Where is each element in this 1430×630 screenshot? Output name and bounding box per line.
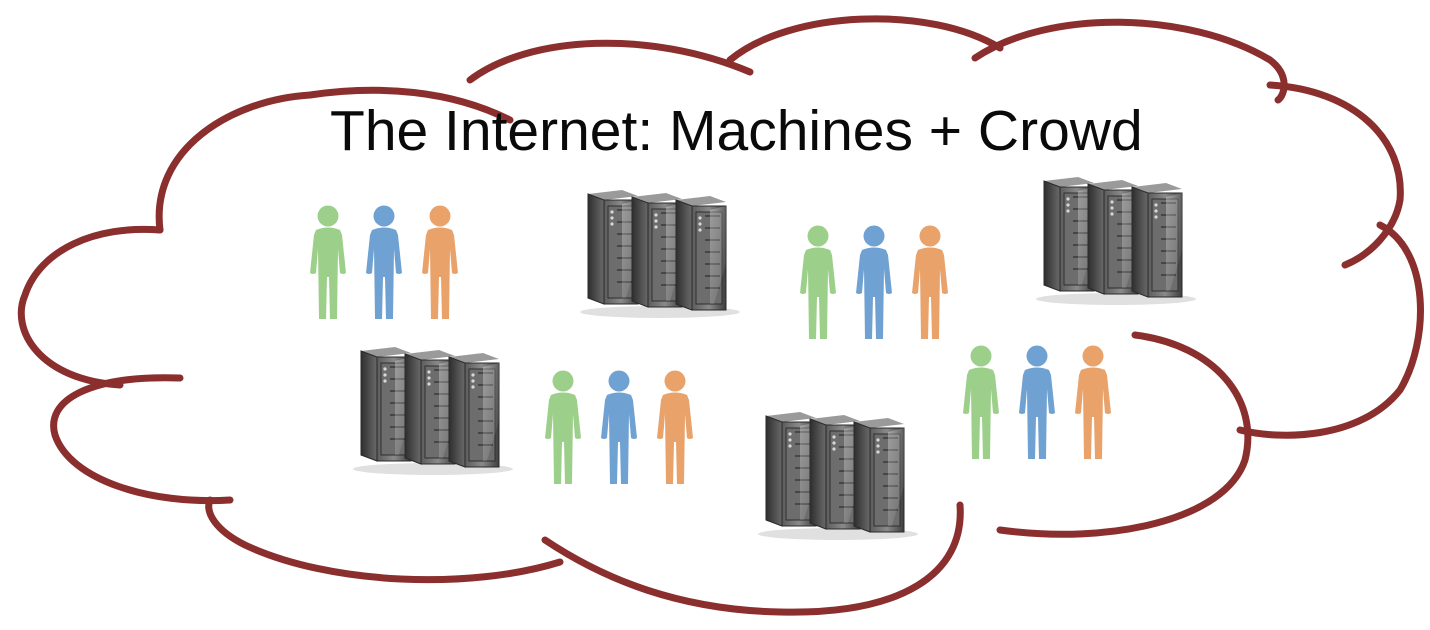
server-icon [587,189,639,305]
server-icon [404,349,456,465]
server-icon [1131,182,1183,298]
person-icon-blue [856,225,892,339]
server-icon [1043,176,1095,292]
server-rack-group [580,189,740,318]
person-icon-blue [1019,345,1055,459]
person-icon-green [310,205,346,319]
server-icon [360,346,412,462]
server-icon [765,411,817,527]
person-icon-green [545,370,581,484]
server-rack-group [1036,176,1196,305]
server-rack-group [758,411,918,540]
person-icon-orange [422,205,458,319]
diagram-title: The Internet: Machines + Crowd [330,99,1143,163]
server-icon [448,352,500,468]
person-icon-orange [1075,345,1111,459]
person-icon-green [800,225,836,339]
groups-layer [310,176,1196,540]
person-icon-orange [657,370,693,484]
server-icon [631,192,683,308]
server-icon [1087,179,1139,295]
person-icon-blue [601,370,637,484]
crowd-group [545,370,693,484]
crowd-group [310,205,458,319]
server-icon [853,417,905,533]
server-rack-group [353,346,513,475]
server-icon [809,414,861,530]
crowd-group [800,225,948,339]
crowd-group [963,345,1111,459]
person-icon-blue [366,205,402,319]
person-icon-green [963,345,999,459]
person-icon-orange [912,225,948,339]
cloud-outline [17,15,1424,616]
server-icon [675,195,727,311]
